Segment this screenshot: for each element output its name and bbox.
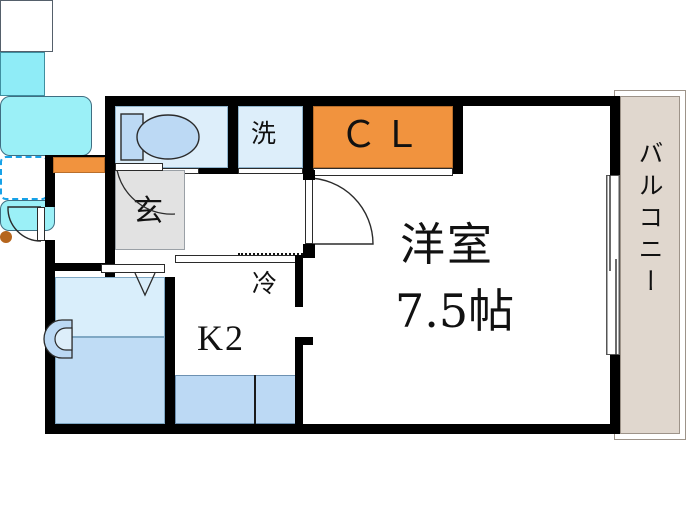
exterior-wall-right [610, 96, 620, 175]
kitchen-sliding-partition[interactable] [175, 255, 303, 263]
room-door-jamb-bottom [303, 244, 315, 258]
washer-closet-floor [238, 106, 303, 168]
toilet-wall-right [228, 96, 238, 174]
kitchen-label: K2 [197, 318, 245, 358]
closet-label: ＣＬ [340, 115, 426, 156]
washer-wall-right [303, 96, 313, 174]
main-room-floor [313, 176, 610, 424]
balcony-label: バルコニー [635, 140, 664, 300]
kitchen-wall-right-upper [295, 255, 303, 307]
refrigerator-label: 冷 [252, 269, 278, 298]
bathtub-fixture [0, 96, 92, 156]
bathroom-floor-lower [55, 337, 165, 424]
exterior-wall-top [105, 96, 620, 106]
bathroom-wall-right [165, 277, 175, 424]
bathroom-door-fold-mark [134, 272, 156, 297]
main-room-area-label: 7.5帖 [395, 284, 515, 338]
genkan-step-arc [116, 169, 176, 215]
main-room-label: 洋室 [400, 218, 495, 271]
washer-square-outer [0, 0, 53, 52]
bathroom-folding-door[interactable] [101, 264, 165, 273]
wall-left-of-toilet [105, 96, 115, 163]
balcony-area [620, 96, 680, 434]
closet-area [313, 106, 453, 168]
kitchen-counter-divider [254, 375, 256, 424]
washer-square-inner [0, 52, 45, 96]
toilet-fixture [120, 113, 200, 161]
kitchen-wall-right-jog [295, 337, 317, 345]
genkan-label: 玄 [133, 194, 163, 229]
wash-basin-fixture [43, 319, 73, 359]
exterior-wall-right-lower [610, 355, 620, 434]
kitchen-counter [175, 375, 303, 424]
bathroom-floor-upper [55, 277, 165, 337]
toilet-wall-bottom-right [198, 168, 228, 174]
stove-burner [0, 231, 12, 243]
closet-folding-door[interactable] [313, 168, 453, 176]
room-door-jamb-top [303, 170, 315, 180]
kitchen-wall-right-lower [295, 337, 303, 424]
exterior-wall-left-upper [45, 155, 55, 207]
front-entry-door-swing [7, 206, 42, 242]
room-entry-door-swing [306, 177, 374, 245]
washer-label: 洗 [251, 119, 277, 148]
wall-entry-right-jamb [105, 163, 115, 263]
balcony-sliding-door-panels [606, 175, 620, 355]
closet-wall-right [453, 96, 463, 174]
kitchen-partition-dashed-line [238, 253, 310, 255]
bathroom-wall-top-left [45, 263, 105, 271]
exterior-wall-bottom [45, 424, 620, 434]
exterior-wall-left-entry-jamb [45, 240, 55, 264]
genkan-inner-door[interactable] [115, 163, 163, 171]
washer-closet-door[interactable] [238, 168, 303, 174]
shoe-box [53, 157, 105, 173]
